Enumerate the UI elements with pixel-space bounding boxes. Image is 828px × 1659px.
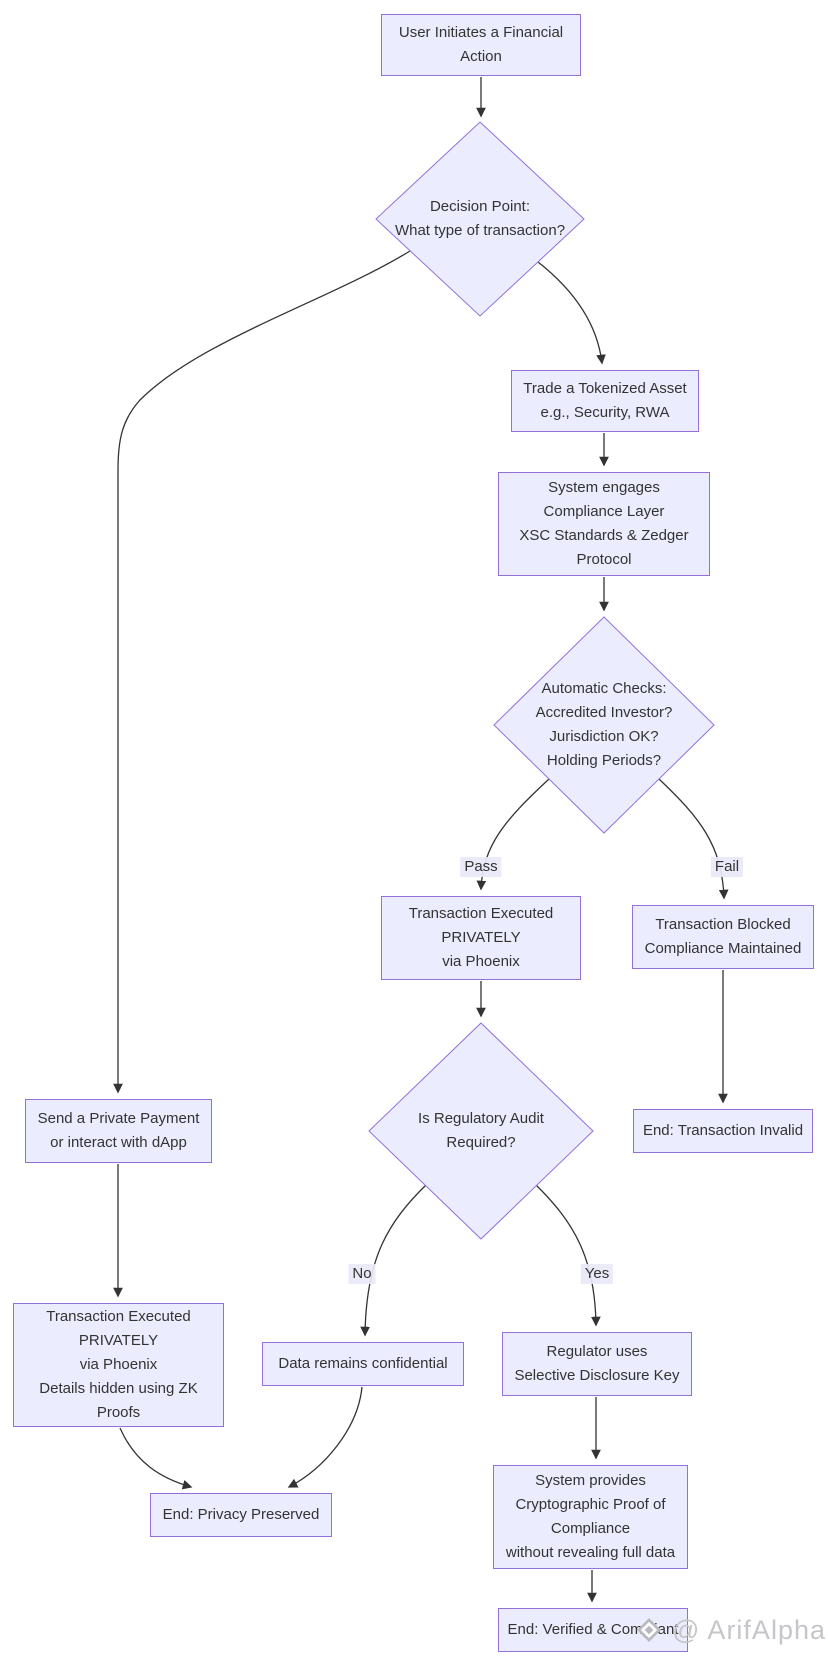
node-user-initiates-action: User Initiates a Financial Action [381,14,581,76]
node-regulator-disclosure-key: Regulator uses Selective Disclosure Key [502,1332,692,1396]
node-decision-type-shape [375,121,585,317]
edge-audit-yes-to-regulator-key [534,1183,601,1327]
arifalpha-logo-icon [637,1618,661,1642]
node-end-privacy-preserved: End: Privacy Preserved [150,1493,332,1537]
edge-auto-checks-fail-to-tx-blocked [658,778,729,900]
edge-decision-to-trade-asset [537,261,606,365]
node-auto-checks-shape [493,616,715,834]
node-end-transaction-invalid: End: Transaction Invalid [633,1109,813,1153]
node-data-remains-confidential: Data remains confidential [262,1342,464,1386]
node-transaction-executed-privately: Transaction Executed PRIVATELY via Phoen… [381,896,581,980]
edge-data-confidential-to-end-privacy [287,1386,363,1488]
node-compliance-layer: System engages Compliance Layer XSC Stan… [498,472,710,576]
edge-label-yes: Yes [580,1264,614,1284]
edge-label-fail: Fail [710,857,744,877]
edge-tx-zk-to-end-privacy [119,1427,193,1490]
node-transaction-blocked: Transaction Blocked Compliance Maintaine… [632,905,814,969]
node-transaction-executed-zk: Transaction Executed PRIVATELY via Phoen… [13,1303,224,1427]
edge-label-pass: Pass [460,857,502,877]
edge-label-no: No [348,1264,376,1284]
watermark-text: @ ArifAlpha [672,1614,826,1645]
node-audit-required-shape [368,1022,594,1240]
node-trade-tokenized-asset: Trade a Tokenized Asset e.g., Security, … [511,370,699,432]
watermark: @ ArifAlpha [633,1614,826,1646]
edge-decision-to-private-payment [113,250,411,1094]
node-system-cryptographic-proof: System provides Cryptographic Proof of C… [493,1465,688,1569]
edge-audit-no-to-data-confidential [360,1183,428,1337]
node-send-private-payment: Send a Private Payment or interact with … [25,1099,212,1163]
